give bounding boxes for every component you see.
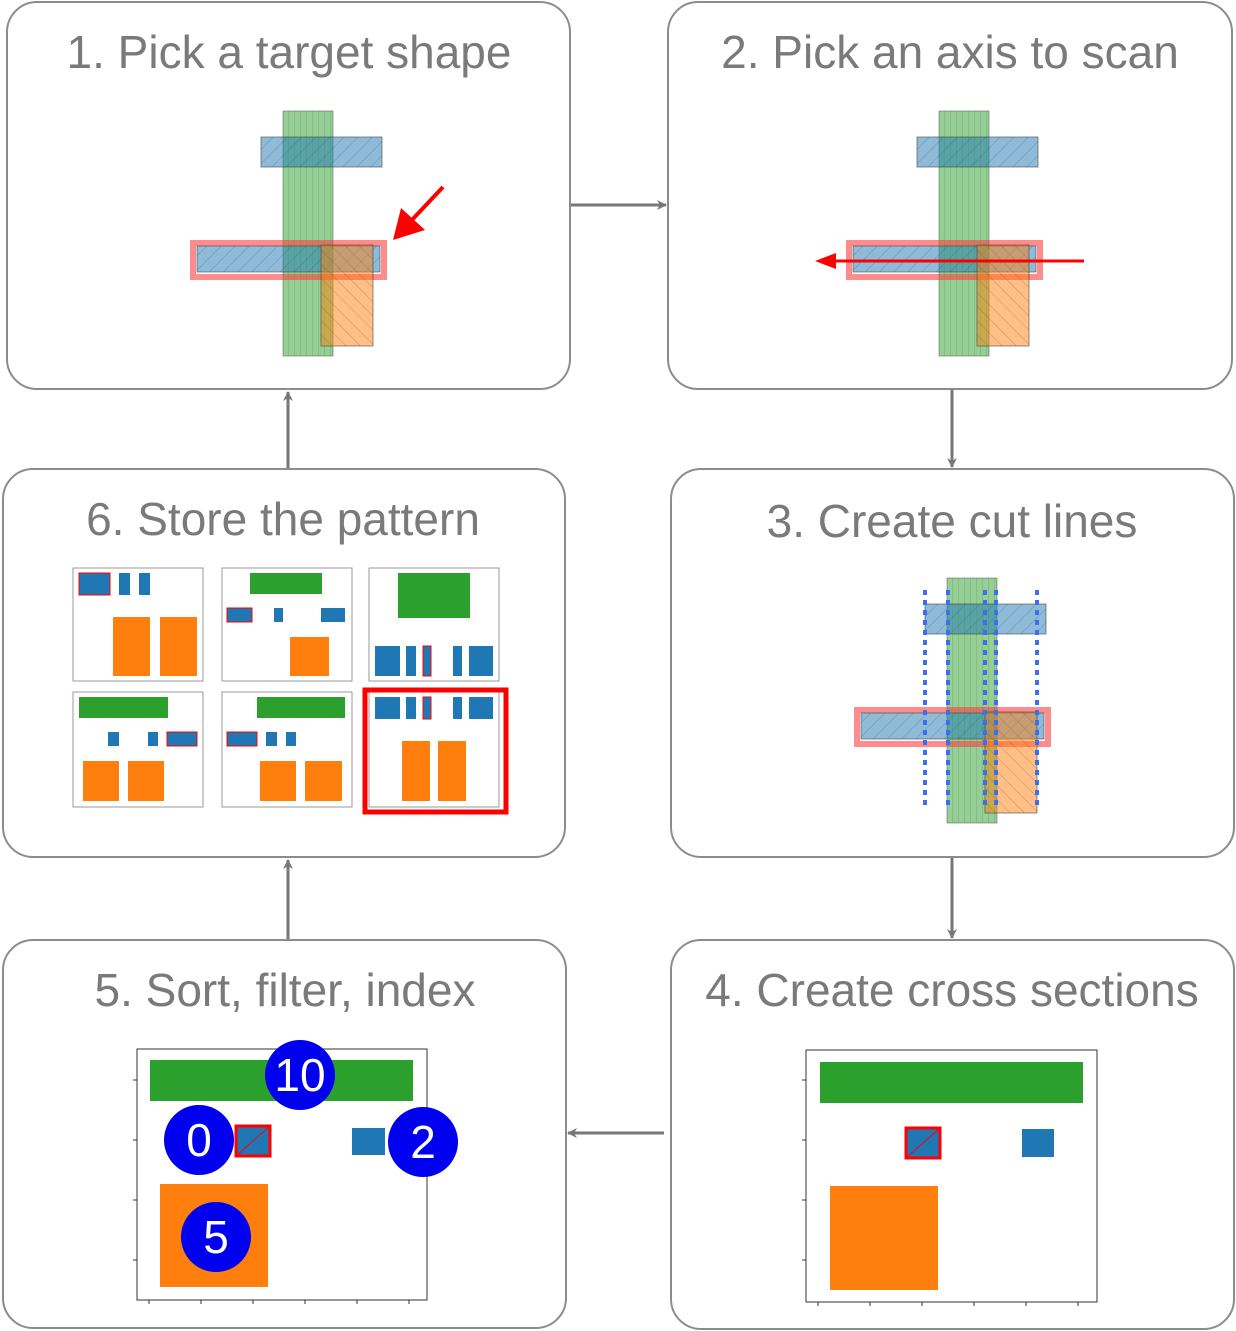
index-badge: 2 [388,1107,458,1177]
scan-direction-arrow-icon [815,253,1084,269]
pattern-thumbnail [72,567,204,682]
step-title: 6. Store the pattern [86,493,480,545]
red-pointer-arrow-icon [393,185,445,240]
svg-text:5: 5 [203,1211,229,1263]
step-title: 1. Pick a target shape [67,26,512,78]
cross-section-plot [802,1049,1098,1306]
step-title: 4. Create cross sections [705,964,1198,1016]
index-badge: 10 [265,1040,335,1110]
stored-pattern-thumbnails [72,567,509,815]
step-1-panel: 1. Pick a target shape [6,1,571,390]
pattern-thumbnail [221,691,353,808]
pattern-thumbnail [368,567,500,682]
step-2-panel: 2. Pick an axis to scan [667,1,1233,390]
svg-text:2: 2 [410,1116,436,1168]
step-3-panel: 3. Create cut lines [670,468,1235,858]
step-title: 2. Pick an axis to scan [721,26,1179,78]
svg-text:0: 0 [186,1114,212,1166]
indexed-plot: 10 0 2 5 [133,1040,458,1304]
current-pattern-highlight [362,687,509,815]
step-4-panel: 4. Create cross sections [670,939,1235,1330]
svg-text:10: 10 [274,1049,325,1101]
index-badge: 0 [164,1105,234,1175]
pattern-thumbnail-current [362,687,509,815]
step-5-panel: 5. Sort, filter, index 10 0 2 [2,939,567,1329]
pattern-thumbnail [221,567,353,682]
index-badge: 5 [181,1202,251,1272]
step-title: 3. Create cut lines [767,495,1138,547]
step-6-panel: 6. Store the pattern [2,468,566,858]
step-title: 5. Sort, filter, index [95,964,476,1016]
pattern-thumbnail [72,691,204,808]
